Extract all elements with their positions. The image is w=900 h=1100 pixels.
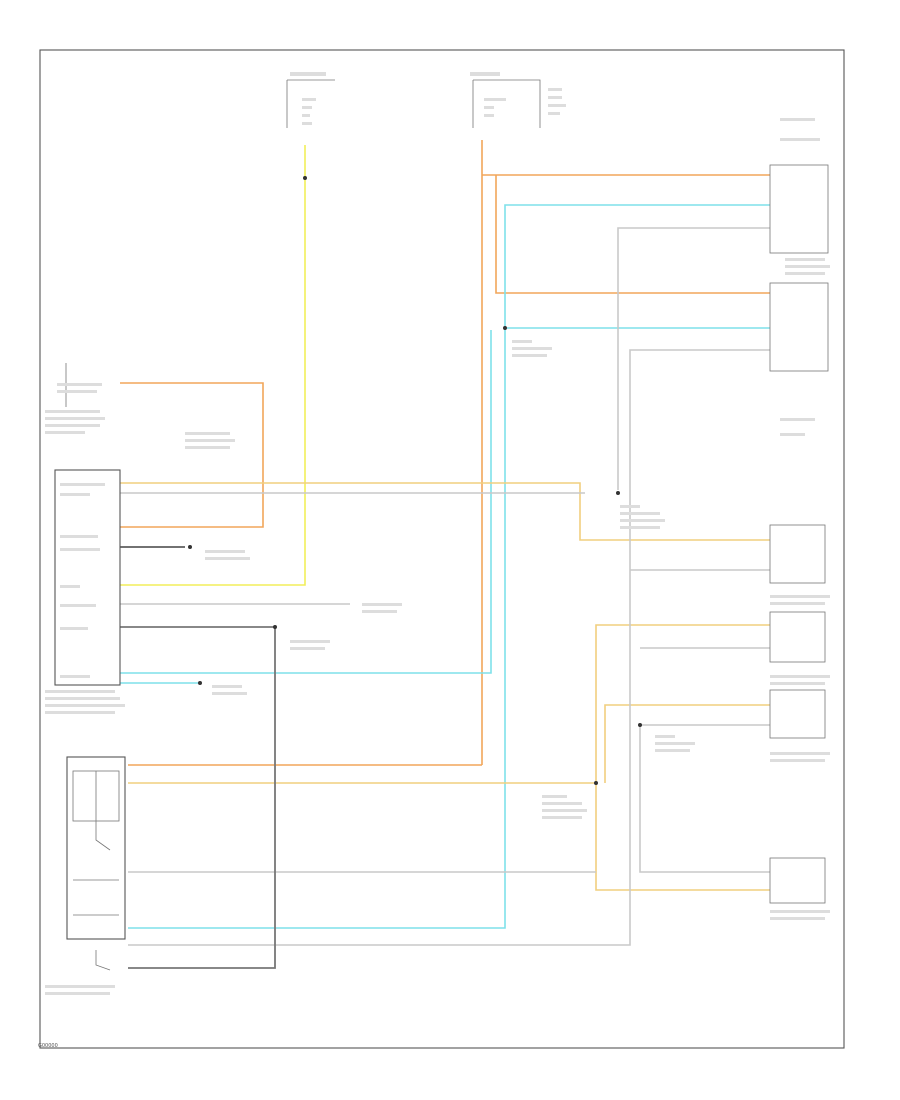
wire-orange: [120, 140, 770, 766]
wire-yellow: [120, 145, 306, 586]
cyan-wire-bottom: [120, 330, 492, 674]
door-lock-switch: [45, 756, 126, 995]
fuse-block-right: [470, 72, 566, 128]
splice-notes: [205, 340, 695, 819]
wire-cyan: [120, 204, 770, 929]
diagram-frame: [39, 49, 845, 1049]
tan-wire-rear: [604, 704, 770, 783]
module-caption: [45, 690, 125, 714]
yellow-wire: [120, 145, 306, 586]
cyan-wire-top: [128, 204, 770, 929]
footer-code: G00000: [38, 1043, 58, 1049]
left-upper-labels: [45, 363, 235, 449]
wire-gray: [120, 227, 770, 946]
gray-wire-mid: [128, 349, 770, 946]
tan-wire-top: [120, 482, 770, 541]
module-block: [54, 469, 121, 686]
wire-tan: [120, 482, 770, 891]
tan-wire-lower: [595, 783, 770, 891]
tan-wire-center: [128, 624, 770, 784]
gray-wire-top: [617, 227, 770, 490]
wire-black: [120, 546, 276, 969]
splice-dots: [188, 176, 642, 785]
fuse-block-left: [286, 72, 335, 128]
gray-wire-rr: [639, 725, 770, 873]
right-actuators: [769, 118, 830, 920]
orange-wire-mid: [495, 175, 770, 294]
orange-wire-left: [120, 382, 264, 528]
black-wire: [120, 626, 276, 969]
